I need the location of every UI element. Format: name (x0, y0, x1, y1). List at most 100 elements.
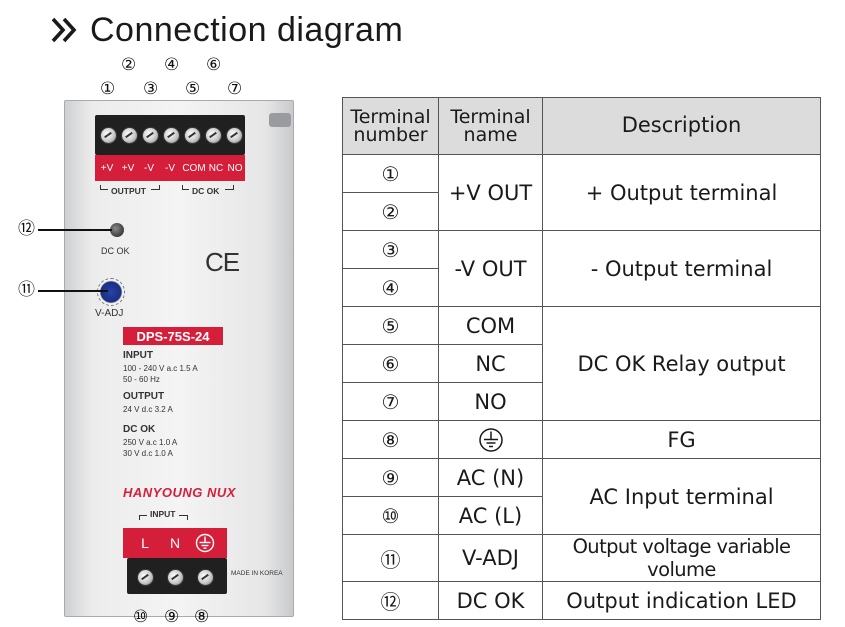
spec-dcok-line: 250 V a.c 1.0 A (123, 438, 178, 447)
bracket-line (100, 189, 108, 190)
terminal-screw-fg (197, 569, 214, 586)
header-description: Description (542, 97, 821, 155)
terminal-screw-2 (121, 127, 138, 144)
cell-name: DC OK (438, 581, 543, 620)
terminal-label: NO (227, 162, 243, 174)
cell-description: AC Input terminal (542, 458, 821, 535)
cell-name-ground (438, 420, 543, 459)
cell-name: AC (N) (438, 458, 543, 497)
v-adj-knob[interactable] (97, 278, 125, 306)
cell-number: ④ (342, 268, 439, 307)
model-label: DPS-75S-24 (123, 327, 223, 345)
terminal-label: -V (165, 162, 175, 174)
bracket-tick (233, 185, 234, 190)
callout-8: ⑧ (194, 607, 210, 627)
cell-name: -V OUT (438, 230, 543, 307)
terminal-screw-5 (184, 127, 201, 144)
spec-dcok-heading: DC OK (123, 424, 156, 435)
spec-output-heading: OUTPUT (123, 391, 165, 402)
terminal-label: -V (144, 162, 154, 174)
group-input-label: INPUT (150, 509, 176, 519)
terminal-screw-6 (205, 127, 222, 144)
table-row: ⑤ COM DC OK Relay output (342, 306, 821, 421)
cell-number: ⑫ (342, 581, 439, 620)
terminal-label: COM (182, 162, 206, 174)
bracket-line (139, 515, 147, 516)
bracket-tick (187, 515, 188, 520)
cell-description: + Output terminal (542, 154, 821, 231)
title-text: Connection diagram (90, 10, 404, 49)
callout-3: ③ (143, 79, 159, 99)
cell-number: ⑪ (342, 534, 439, 582)
terminal-screw-3 (142, 127, 159, 144)
cell-name: AC (L) (438, 496, 543, 535)
bracket-line (151, 189, 159, 190)
cell-number: ⑤ (342, 306, 439, 345)
table-row: ③ -V OUT - Output terminal (342, 230, 821, 307)
callout-6: ⑥ (206, 55, 222, 75)
table-row: ⑪ V-ADJ Output voltage variable volume (342, 534, 821, 582)
terminal-label: L (141, 535, 149, 551)
spec-input-line: 100 - 240 V a.c 1.5 A (123, 364, 198, 373)
power-supply-device: +V +V -V -V COM NC NO OUTPUT DC OK DC OK… (64, 100, 294, 617)
top-terminal-block (95, 115, 245, 155)
terminal-screw-1 (100, 127, 117, 144)
top-terminal-labels: +V +V -V -V COM NC NO (95, 155, 245, 181)
bracket-tick (159, 185, 160, 190)
callout-11: ⑪ (18, 280, 35, 300)
bracket-tick (139, 515, 140, 520)
header-terminal-name: Terminal name (438, 97, 543, 155)
cell-description: - Output terminal (542, 230, 821, 307)
callout-9: ⑨ (164, 607, 180, 627)
callout-7: ⑦ (227, 79, 243, 99)
table-row: ② (342, 192, 821, 231)
cell-number: ⑥ (342, 344, 439, 383)
spec-dcok-line: 30 V d.c 1.0 A (123, 449, 173, 458)
bottom-terminal-block (127, 558, 227, 594)
cell-description: Output voltage variable volume (542, 534, 821, 582)
spec-input-heading: INPUT (123, 350, 153, 361)
cell-name: COM (438, 306, 543, 345)
bottom-terminal-labels: L N (123, 528, 227, 558)
bracket-line (225, 189, 233, 190)
terminal-label: +V (100, 162, 114, 174)
table-row: ⑥ NC (342, 344, 821, 383)
cell-description: Output indication LED (542, 581, 821, 620)
group-dcok-label: DC OK (192, 186, 220, 196)
ground-symbol-icon (478, 427, 503, 452)
header-terminal-number: Terminal number (342, 97, 439, 155)
bracket-line (182, 189, 189, 190)
table-row: ⑧ FG (342, 420, 821, 459)
bracket-tick (100, 185, 101, 190)
double-chevron-right-icon (51, 17, 77, 43)
terminal-table: Terminal number Terminal name Descriptio… (342, 97, 821, 620)
cell-number: ① (342, 154, 439, 193)
terminal-screw-7 (226, 127, 243, 144)
terminal-label: +V (121, 162, 135, 174)
cell-description: FG (542, 420, 821, 459)
callout-1: ① (100, 79, 116, 99)
cell-name: V-ADJ (438, 534, 543, 582)
cell-number: ⑧ (342, 420, 439, 459)
led-label: DC OK (101, 246, 130, 256)
cell-name: +V OUT (438, 154, 543, 231)
terminal-label: N (169, 535, 181, 551)
callout-10: ⑩ (133, 607, 149, 627)
terminal-screw-l (137, 569, 154, 586)
terminal-screw-4 (163, 127, 180, 144)
bracket-line (179, 515, 187, 516)
cell-number: ③ (342, 230, 439, 269)
ce-mark: CE (205, 247, 240, 277)
cell-number: ⑨ (342, 458, 439, 497)
cell-number: ⑦ (342, 382, 439, 421)
callout-2: ② (121, 55, 137, 75)
page-title: Connection diagram (50, 8, 403, 52)
table-row: ⑫ DC OK Output indication LED (342, 581, 821, 620)
table-row: ⑨ AC (N) AC Input terminal (342, 458, 821, 535)
cell-number: ② (342, 192, 439, 231)
table-row: ⑦ NO (342, 382, 821, 421)
made-in-label: MADE IN KOREA (231, 570, 283, 577)
terminal-label: NC (208, 162, 224, 174)
table-row: ④ (342, 268, 821, 307)
callout-5: ⑤ (185, 79, 201, 99)
